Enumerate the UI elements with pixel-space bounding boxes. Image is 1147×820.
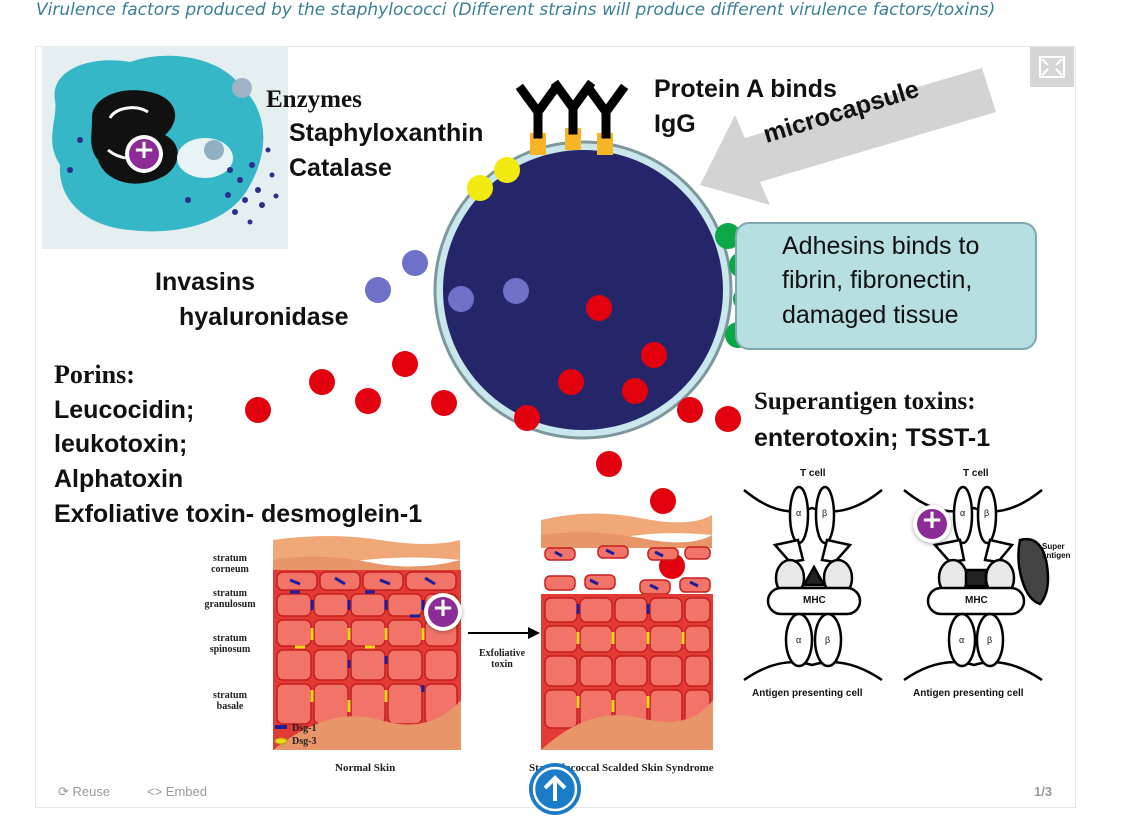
label-enzymes: Enzymes: [266, 86, 362, 113]
label-ssss: Staphylococcal Scalded Skin Syndrome: [529, 762, 714, 774]
label-adhesins-1: Adhesins binds to: [782, 232, 980, 260]
label-alphatoxin: Alphatoxin: [54, 465, 184, 493]
tcell-diagram-superantigen: [903, 485, 1050, 682]
label-super-antigen: Super antigen: [1042, 542, 1071, 560]
adhesins-callout: [735, 222, 1037, 350]
label-alpha-bottom-1: α: [796, 635, 802, 645]
reuse-link[interactable]: ⟳ Reuse: [58, 784, 110, 800]
label-tcell-1: T cell: [800, 468, 826, 479]
label-stratum-granulosum: stratum granulosum: [204, 588, 256, 610]
label-apc-1: Antigen presenting cell: [752, 688, 863, 699]
expand-button[interactable]: [1030, 47, 1074, 87]
label-invasins: Invasins: [155, 268, 256, 296]
plus-hotspot-icon[interactable]: +: [125, 135, 163, 173]
label-porins: Porins:: [54, 360, 135, 389]
label-leucocidin: Leucocidin;: [54, 396, 195, 424]
exfoliative-arrow: [468, 627, 540, 639]
label-igg: IgG: [654, 110, 696, 138]
label-catalase: Catalase: [289, 154, 392, 182]
label-protein-a: Protein A binds: [654, 75, 837, 103]
label-enterotoxin: enterotoxin; TSST-1: [754, 424, 991, 452]
label-mhc-1: MHC: [803, 595, 826, 606]
scroll-up-icon: [532, 766, 578, 812]
neutrophil-illustration: [42, 46, 288, 249]
page-caption: Virulence factors produced by the staphy…: [36, 0, 996, 20]
label-adhesins-3: damaged tissue: [782, 301, 959, 329]
dsg3-swatch: [274, 737, 288, 745]
label-beta-top-1: β: [822, 508, 828, 518]
plus-hotspot-icon[interactable]: +: [424, 593, 462, 631]
label-exfoliative-toxin-arrow: Exfoliative toxin: [478, 648, 526, 670]
tcell-diagram-normal: [743, 485, 883, 682]
dsg1-swatch: [275, 725, 287, 729]
label-alpha-bottom-2: α: [959, 635, 965, 645]
label-beta-bottom-1: β: [825, 635, 831, 645]
label-alpha-top-1: α: [796, 508, 802, 518]
label-hyaluronidase: hyaluronidase: [179, 303, 349, 331]
label-mhc-2: MHC: [965, 595, 988, 606]
label-beta-bottom-2: β: [987, 635, 993, 645]
label-alpha-top-2: α: [960, 508, 966, 518]
staphylococcus-cell: [245, 79, 759, 579]
label-exfoliative-toxin: Exfoliative toxin- desmoglein-1: [54, 500, 423, 528]
label-apc-2: Antigen presenting cell: [913, 688, 1024, 699]
scroll-up-button[interactable]: [529, 763, 581, 815]
label-tcell-2: T cell: [963, 468, 989, 479]
microcapsule-arrow: [700, 68, 996, 205]
expand-icon: [1039, 56, 1065, 78]
legend-dsg1: Dsg-1: [292, 723, 317, 734]
plus-hotspot-icon[interactable]: +: [913, 505, 951, 543]
label-beta-top-2: β: [984, 508, 990, 518]
label-adhesins-2: fibrin, fibronectin,: [782, 266, 973, 294]
label-superantigen: Superantigen toxins:: [754, 388, 976, 415]
label-stratum-basale: stratum basale: [213, 690, 247, 712]
label-normal-skin: Normal Skin: [335, 762, 396, 774]
label-leukotoxin: leukotoxin;: [54, 430, 188, 458]
virulence-diagram: [42, 46, 1050, 750]
scalded-skin-illustration: [541, 513, 713, 750]
label-stratum-spinosum: stratum spinosum: [209, 633, 251, 655]
normal-skin-illustration: [273, 536, 461, 750]
label-staphyloxanthin: Staphyloxanthin: [289, 119, 484, 147]
legend-dsg3: Dsg-3: [292, 736, 317, 747]
label-stratum-corneum: stratum corneum: [211, 553, 249, 575]
